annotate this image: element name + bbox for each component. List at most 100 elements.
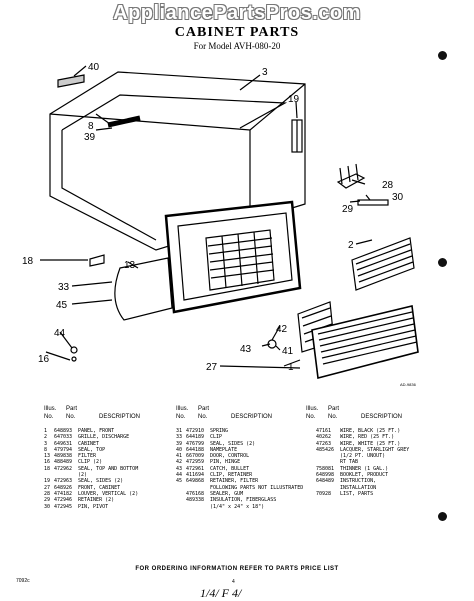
nameplate-drawing bbox=[57, 74, 85, 88]
callout-28: 28 bbox=[382, 180, 394, 191]
binder-hole-top bbox=[438, 51, 447, 60]
callout-3: 3 bbox=[262, 67, 268, 78]
illus-no: 30 bbox=[44, 503, 51, 510]
illus-no: 43 bbox=[176, 465, 183, 472]
part-description: RETAINER, FILTER bbox=[210, 478, 259, 485]
part-description: SEAL, SIDES (2) bbox=[210, 440, 256, 447]
illus-no: 1 bbox=[44, 428, 48, 434]
parts-header: Illus. Part No. No. DESCRIPTION bbox=[176, 406, 304, 428]
header-illus: Illus. bbox=[306, 406, 319, 412]
callout-45: 45 bbox=[56, 300, 68, 311]
part-description: INSTALLATION bbox=[340, 484, 377, 491]
header-no-2: No. bbox=[328, 414, 338, 420]
illus-no: 18 bbox=[44, 465, 51, 472]
parts-header: Illus. Part No. No. DESCRIPTION bbox=[306, 406, 438, 428]
parts-row: 489338 INSULATION, FIBERGLASS bbox=[176, 497, 304, 503]
clip-drawing bbox=[89, 254, 105, 267]
part-number: 489338 bbox=[186, 497, 205, 504]
illus-no: 31 bbox=[176, 428, 183, 434]
callout-19: 19 bbox=[288, 94, 300, 105]
part-description: INSULATION, FIBERGLASS bbox=[210, 497, 277, 504]
part-number: 472945 bbox=[54, 503, 73, 510]
header-illus: Illus. bbox=[44, 406, 57, 412]
header-description: DESCRIPTION bbox=[231, 414, 273, 420]
part-description: (1/4" x 24" x 18") bbox=[210, 503, 265, 510]
header-illus: Illus. bbox=[176, 406, 189, 412]
illus-no: 8 bbox=[44, 446, 48, 453]
part-number: 472959 bbox=[186, 459, 205, 466]
parts-row: 1 648893 PANEL, FRONT bbox=[44, 428, 170, 434]
part-description: CLIP (2) bbox=[78, 459, 103, 466]
callout-41: 41 bbox=[282, 346, 294, 357]
parts-row: (2) bbox=[44, 472, 170, 478]
part-description: WIRE, WHITE (25 FT.) bbox=[340, 440, 401, 447]
part-description: FRONT, CABINET bbox=[78, 484, 121, 491]
part-description: GRILLE, DISCHARGE bbox=[78, 434, 130, 441]
callout-42: 42 bbox=[276, 324, 288, 335]
part-number: 648998 bbox=[316, 472, 335, 479]
callout-1: 1 bbox=[288, 362, 294, 373]
header-no-2: No. bbox=[66, 414, 76, 420]
part-description: LIST, PARTS bbox=[340, 490, 374, 497]
illus-no: 28 bbox=[44, 490, 51, 497]
part-description: PANEL, FRONT bbox=[78, 428, 115, 434]
part-number: 644188 bbox=[186, 446, 205, 453]
part-description: CABINET bbox=[78, 440, 100, 447]
part-number: 648893 bbox=[54, 428, 73, 434]
part-number: 485426 bbox=[316, 446, 335, 453]
part-number: 40262 bbox=[316, 434, 332, 441]
callout-40: 40 bbox=[88, 62, 100, 73]
part-description: LACQUER, STARLIGHT GREY bbox=[340, 446, 410, 453]
watermark: AppliancePartsPros.com bbox=[113, 2, 361, 24]
part-number: 47161 bbox=[316, 428, 332, 434]
part-number: 472961 bbox=[186, 465, 205, 472]
callout-39: 39 bbox=[84, 132, 96, 143]
binder-hole-middle bbox=[438, 258, 447, 267]
callout-18: 18 bbox=[22, 256, 34, 267]
part-description: RETAINER (2) bbox=[78, 497, 115, 504]
part-number bbox=[186, 504, 210, 510]
illus-no: 19 bbox=[44, 478, 51, 485]
illus-no: 41 bbox=[176, 453, 183, 460]
filter-drawing bbox=[114, 257, 173, 321]
parts-row: (1/2 PT. UNOUT) bbox=[306, 453, 438, 459]
page-subtitle: For Model AVH-080-20 bbox=[193, 41, 281, 51]
parts-row: (1/4" x 24" x 18") bbox=[176, 504, 304, 510]
header-description: DESCRIPTION bbox=[99, 414, 141, 420]
callout-16: 16 bbox=[38, 354, 50, 365]
illus-no: 29 bbox=[44, 497, 51, 504]
parts-row: 47263 WIRE, WHITE (25 FT.) bbox=[306, 441, 438, 447]
part-description: PIN, PIVOT bbox=[78, 503, 109, 510]
parts-row: RT TAB bbox=[306, 459, 438, 465]
part-number: 411694 bbox=[186, 472, 205, 479]
part-number: 472946 bbox=[54, 497, 73, 504]
header-no: No. bbox=[306, 414, 316, 420]
parts-row: INSTALLATION bbox=[306, 485, 438, 491]
diagram-credit: AD-9836 bbox=[400, 382, 417, 387]
callout-43: 43 bbox=[240, 344, 252, 355]
part-description: THINNER (1 GAL.) bbox=[340, 465, 389, 472]
part-description: (1/2 PT. UNOUT) bbox=[340, 453, 386, 460]
part-number: 47263 bbox=[316, 440, 332, 447]
callout-27: 27 bbox=[206, 362, 218, 373]
